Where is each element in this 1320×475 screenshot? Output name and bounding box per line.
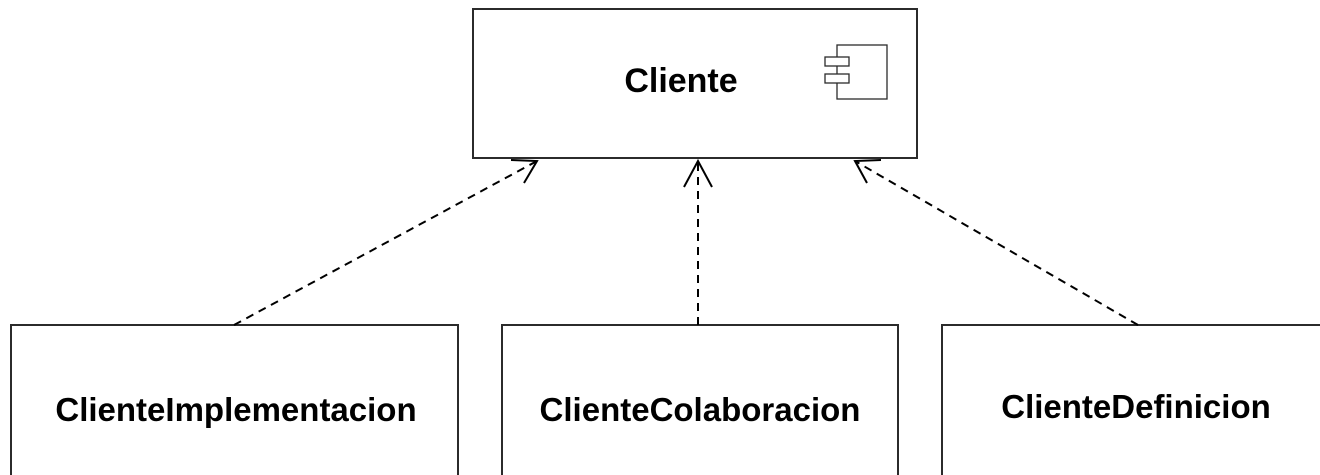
component-cliente-definicion-label: ClienteDefinicion: [1001, 388, 1271, 425]
component-cliente-implementacion[interactable]: ClienteImplementacion: [10, 324, 459, 475]
uml-component-icon: [824, 44, 888, 100]
dependency-definicion-to-cliente: [853, 159, 1139, 326]
dependency-colaboracion-to-cliente: [683, 158, 713, 325]
component-cliente-label: Cliente: [624, 62, 737, 100]
component-cliente-colaboracion-label: ClienteColaboracion: [540, 391, 861, 428]
open-arrow-head-icon: [510, 159, 539, 184]
dependency-implementacion-to-cliente: [233, 159, 539, 326]
dependency-line: [854, 160, 1139, 326]
component-cliente-implementacion-label: ClienteImplementacion: [55, 391, 416, 428]
open-arrow-head-icon: [683, 158, 713, 188]
dependency-line: [233, 160, 538, 326]
open-arrow-head-icon: [853, 159, 882, 184]
component-cliente-definicion[interactable]: ClienteDefinicion: [941, 324, 1320, 475]
component-cliente[interactable]: Cliente: [472, 8, 918, 159]
component-cliente-colaboracion[interactable]: ClienteColaboracion: [501, 324, 899, 475]
